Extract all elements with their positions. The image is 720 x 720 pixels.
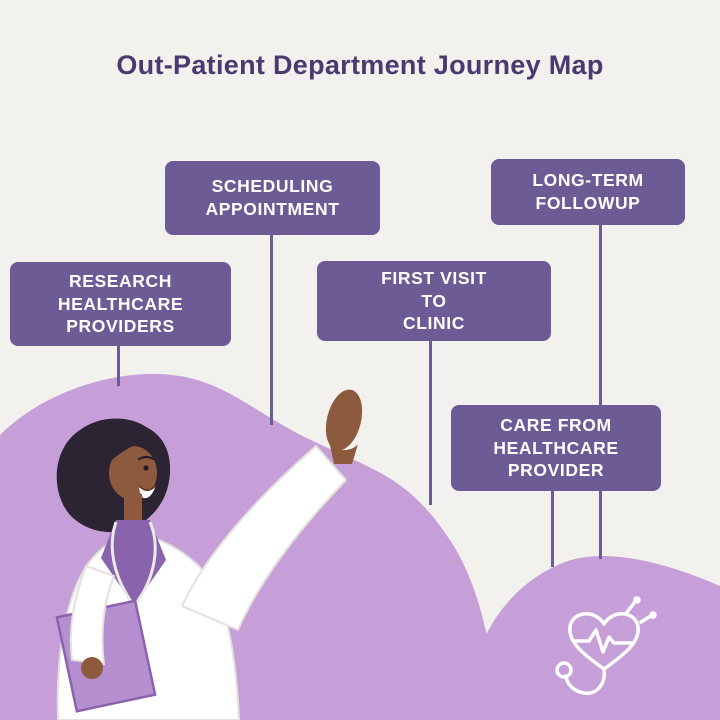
step-first-visit-to-clinic: FIRST VISIT TO CLINIC xyxy=(317,261,551,341)
step-label: SCHEDULING APPOINTMENT xyxy=(205,176,340,219)
step-label: RESEARCH HEALTHCARE PROVIDERS xyxy=(57,270,184,337)
step-long-term-followup: LONG-TERM FOLLOWUP xyxy=(491,159,685,225)
doctor-illustration xyxy=(55,389,363,720)
step-label: CARE FROM HEALTHCARE PROVIDER xyxy=(493,414,619,481)
step-research-healthcare-providers: RESEARCH HEALTHCARE PROVIDERS xyxy=(10,262,231,346)
page-title: Out-Patient Department Journey Map xyxy=(116,50,604,80)
step-label: FIRST VISIT TO CLINIC xyxy=(381,267,487,334)
connector-first-visit xyxy=(429,341,432,505)
connector-long-term xyxy=(599,225,602,559)
stethoscope-heart-icon xyxy=(555,596,657,695)
connector-scheduling xyxy=(270,235,273,425)
connector-care xyxy=(551,491,554,567)
step-label: LONG-TERM FOLLOWUP xyxy=(532,170,644,213)
connector-research xyxy=(117,346,120,386)
step-scheduling-appointment: SCHEDULING APPOINTMENT xyxy=(165,161,380,235)
step-care-from-healthcare-provider: CARE FROM HEALTHCARE PROVIDER xyxy=(451,405,661,491)
